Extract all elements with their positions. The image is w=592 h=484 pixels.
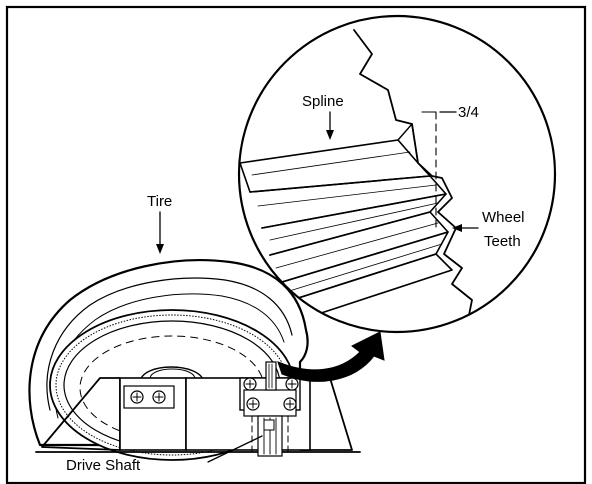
leader-lines xyxy=(156,111,479,463)
magnified-detail xyxy=(237,14,557,334)
mount-bracket xyxy=(35,361,361,457)
label-spline: Spline xyxy=(302,93,344,110)
label-tire: Tire xyxy=(147,193,172,210)
label-wheel-teeth-line1: Wheel xyxy=(482,209,525,226)
diagram-frame xyxy=(5,5,587,484)
label-measurement: 3/4 xyxy=(458,104,479,121)
magnify-arrow xyxy=(277,331,385,382)
label-wheel-teeth-line2: Teeth xyxy=(484,233,521,250)
label-drive-shaft: Drive Shaft xyxy=(66,457,141,474)
